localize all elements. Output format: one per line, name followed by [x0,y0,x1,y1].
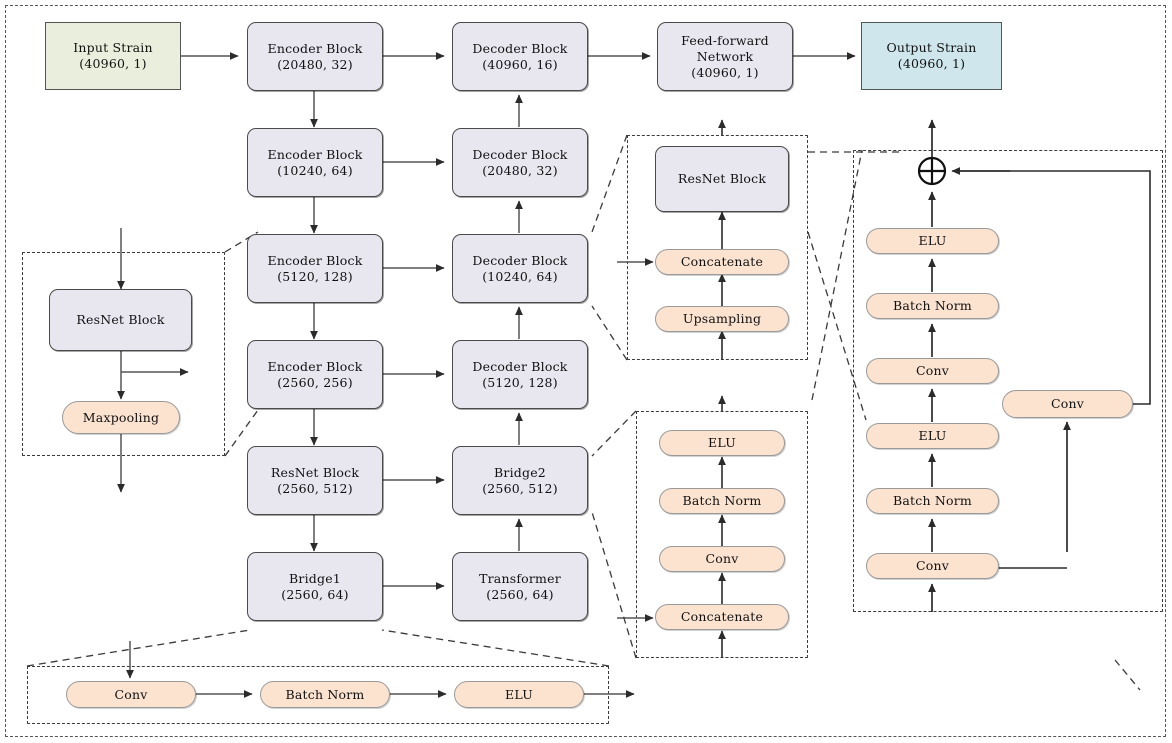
resnet-detail-elu-bottom[interactable]: ELU [866,423,999,449]
feed-forward-network-box[interactable]: Feed-forward Network (40960, 1) [657,22,793,91]
decoder-detail-upsampling[interactable]: Upsampling [655,306,789,332]
bridge2-detail-batchnorm[interactable]: Batch Norm [659,488,785,514]
resnet-detail-conv-top[interactable]: Conv [866,358,999,384]
bridge1-block[interactable]: Bridge1 (2560, 64) [247,552,383,621]
decoder-block-3-label: Decoder Block [472,252,568,268]
transformer-label: Transformer [479,570,561,586]
encoder-block-1-label: Encoder Block [267,40,363,56]
bridge1-detail-region [27,666,609,724]
decoder-detail-concat-label: Concatenate [680,254,764,269]
bridge2-detail-conv[interactable]: Conv [659,546,785,572]
encoder-block-2[interactable]: Encoder Block (10240, 64) [247,128,383,197]
resnet-elu-bottom-label: ELU [918,428,947,443]
feed-forward-label-2: Network [696,48,754,64]
encoder-block-3[interactable]: Encoder Block (5120, 128) [247,234,383,303]
encoder-block-3-shape: (5120, 128) [277,268,353,284]
encoder-detail-maxpooling[interactable]: Maxpooling [62,401,180,434]
bridge2-conv-label: Conv [705,551,739,566]
encoder-block-4[interactable]: Encoder Block (2560, 256) [247,340,383,409]
bridge1-shape: (2560, 64) [281,586,349,602]
bridge2-elu-label: ELU [708,435,736,450]
outer-dashed-frame [5,5,1166,737]
decoder-block-2[interactable]: Decoder Block (20480, 32) [452,128,588,197]
feed-forward-shape: (40960, 1) [691,64,759,80]
input-strain-shape: (40960, 1) [79,56,147,71]
resnet-conv-bottom-label: Conv [915,558,949,573]
resnet-conv-top-label: Conv [915,363,949,378]
bridge2-shape: (2560, 512) [482,480,558,496]
bridge1-conv-label: Conv [114,686,148,702]
encoder-resnet-block-label: ResNet Block [270,464,360,480]
encoder-block-1-shape: (20480, 32) [277,56,353,72]
decoder-block-4[interactable]: Decoder Block (5120, 128) [452,340,588,409]
encoder-block-4-label: Encoder Block [267,358,363,374]
bridge2-detail-elu[interactable]: ELU [659,430,785,456]
input-strain-box[interactable]: Input Strain (40960, 1) [45,22,181,90]
decoder-block-1-label: Decoder Block [472,40,568,56]
output-strain-box[interactable]: Output Strain (40960, 1) [861,22,1002,90]
upsampling-label: Upsampling [682,311,762,326]
output-strain-shape: (40960, 1) [897,56,966,71]
resnet-detail-batchnorm-top[interactable]: Batch Norm [866,293,999,319]
bridge2-detail-concatenate[interactable]: Concatenate [655,604,789,630]
encoder-block-2-label: Encoder Block [267,146,363,162]
encoder-block-2-shape: (10240, 64) [277,162,353,178]
encoder-resnet-block[interactable]: ResNet Block (2560, 512) [247,446,383,515]
decoder-detail-resnet-block[interactable]: ResNet Block [655,146,789,212]
bridge1-batchnorm-label: Batch Norm [285,686,365,702]
bridge1-detail-elu[interactable]: ELU [454,681,584,708]
encoder-resnet-block-shape: (2560, 512) [277,480,353,496]
encoder-block-3-label: Encoder Block [267,252,363,268]
bridge2-label: Bridge2 [494,464,546,480]
encoder-detail-resnet-block[interactable]: ResNet Block [49,289,192,351]
input-strain-label: Input Strain [73,40,153,55]
decoder-block-2-shape: (20480, 32) [482,162,558,178]
transformer-shape: (2560, 64) [486,586,554,602]
bridge2-batchnorm-label: Batch Norm [682,493,762,508]
resnet-detail-elu-top[interactable]: ELU [866,228,999,254]
resnet-bn-top-label: Batch Norm [893,298,972,313]
resnet-detail-conv-bottom[interactable]: Conv [866,553,999,579]
bridge2-concat-label: Concatenate [680,609,764,624]
resnet-elu-top-label: ELU [918,233,947,248]
encoder-block-1[interactable]: Encoder Block (20480, 32) [247,22,383,91]
bridge1-label: Bridge1 [289,570,341,586]
decoder-block-3-shape: (10240, 64) [482,268,558,284]
bridge1-detail-batchnorm[interactable]: Batch Norm [260,681,390,708]
encoder-detail-resnet-label: ResNet Block [76,312,165,327]
encoder-block-4-shape: (2560, 256) [277,374,353,390]
transformer-block[interactable]: Transformer (2560, 64) [452,552,588,621]
decoder-block-3[interactable]: Decoder Block (10240, 64) [452,234,588,303]
decoder-detail-concatenate[interactable]: Concatenate [655,249,789,275]
decoder-block-2-label: Decoder Block [472,146,568,162]
output-strain-label: Output Strain [886,40,977,55]
bridge1-detail-conv[interactable]: Conv [66,681,196,708]
decoder-block-4-label: Decoder Block [472,358,568,374]
resnet-bn-bottom-label: Batch Norm [893,493,972,508]
feed-forward-label-1: Feed-forward [681,32,769,48]
resnet-detail-batchnorm-bottom[interactable]: Batch Norm [866,488,999,514]
encoder-detail-region [22,252,225,456]
resnet-conv-skip-label: Conv [1050,396,1084,411]
resnet-detail-conv-skip[interactable]: Conv [1002,390,1133,418]
decoder-block-4-shape: (5120, 128) [482,374,558,390]
bridge2-block[interactable]: Bridge2 (2560, 512) [452,446,588,515]
decoder-block-1[interactable]: Decoder Block (40960, 16) [452,22,588,91]
maxpooling-label: Maxpooling [82,409,160,425]
bridge1-elu-label: ELU [505,686,533,702]
decoder-detail-resnet-label: ResNet Block [677,171,767,186]
decoder-block-1-shape: (40960, 16) [482,56,558,72]
